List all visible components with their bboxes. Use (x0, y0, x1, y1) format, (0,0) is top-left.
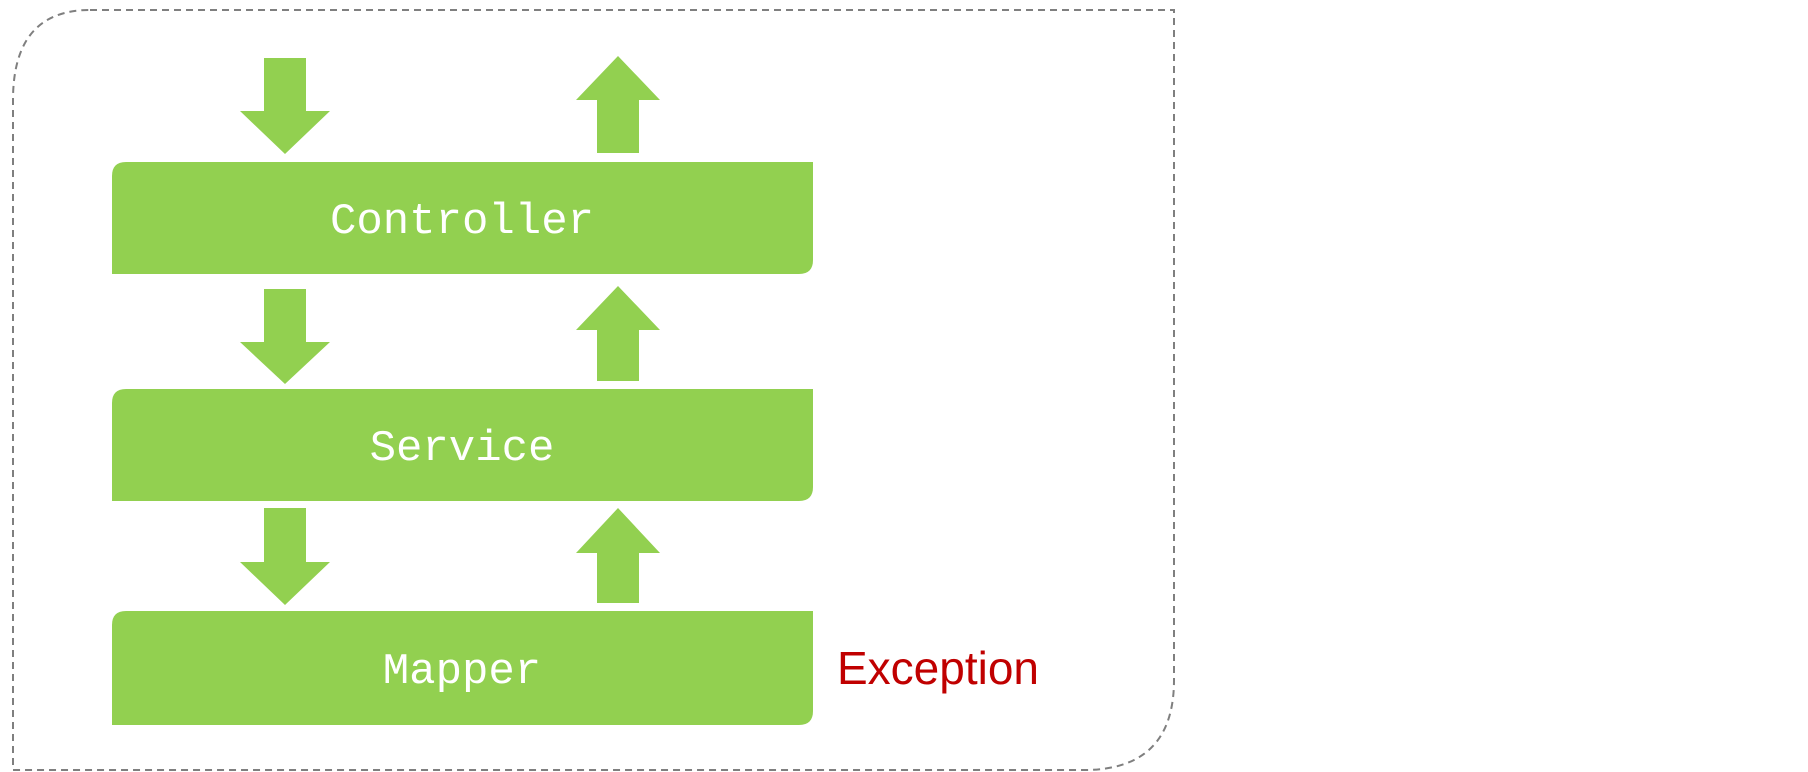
dashed-frame (12, 9, 1175, 771)
layer-label: Mapper (383, 647, 541, 697)
response-arrow-up-icon (576, 56, 660, 153)
arrows (240, 56, 660, 605)
layer-box (112, 389, 813, 501)
response-arrow-up-icon (576, 508, 660, 603)
layer-service: Service (112, 389, 813, 501)
response-arrow-up-icon (576, 286, 660, 381)
layer-mapper: Mapper (112, 611, 813, 725)
layer-label: Service (370, 424, 555, 474)
layer-box (112, 162, 813, 274)
layer-label: Controller (330, 197, 594, 247)
layer-controller: Controller (112, 162, 813, 274)
exception-label: Exception (837, 642, 1039, 694)
request-arrow-down-icon (240, 289, 330, 384)
layer-box (112, 611, 813, 725)
request-arrow-down-icon (240, 58, 330, 154)
request-arrow-down-icon (240, 508, 330, 605)
